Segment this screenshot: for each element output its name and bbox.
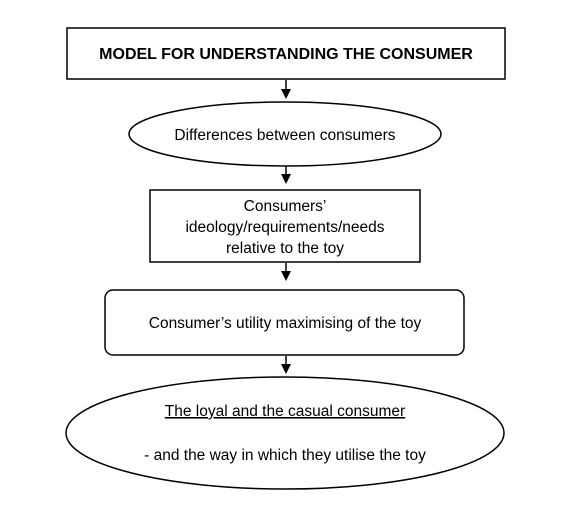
title-box [66,27,506,80]
utility-label: Consumer’s utility maximising of the toy [149,315,422,332]
arrow-2 [281,166,291,184]
diagram-title: MODEL FOR UNDERSTANDING THE CONSUMER [99,46,473,63]
utility-box [104,289,465,356]
arrow-1 [281,80,291,99]
differences-ellipse [128,101,442,167]
requirements-box [149,189,421,263]
requirements-line-3: relative to the toy [226,240,344,257]
differences-label: Differences between consumers [174,127,395,144]
requirements-line-2: ideology/requirements/needs [185,219,384,236]
requirements-line-1: Consumers’ [244,198,327,215]
arrow-3 [281,263,291,281]
consumer-types-heading: The loyal and the casual consumer [165,403,405,420]
consumer-types-ellipse [65,376,505,490]
arrow-4 [281,356,291,374]
consumer-types-detail: - and the way in which they utilise the … [144,447,426,464]
